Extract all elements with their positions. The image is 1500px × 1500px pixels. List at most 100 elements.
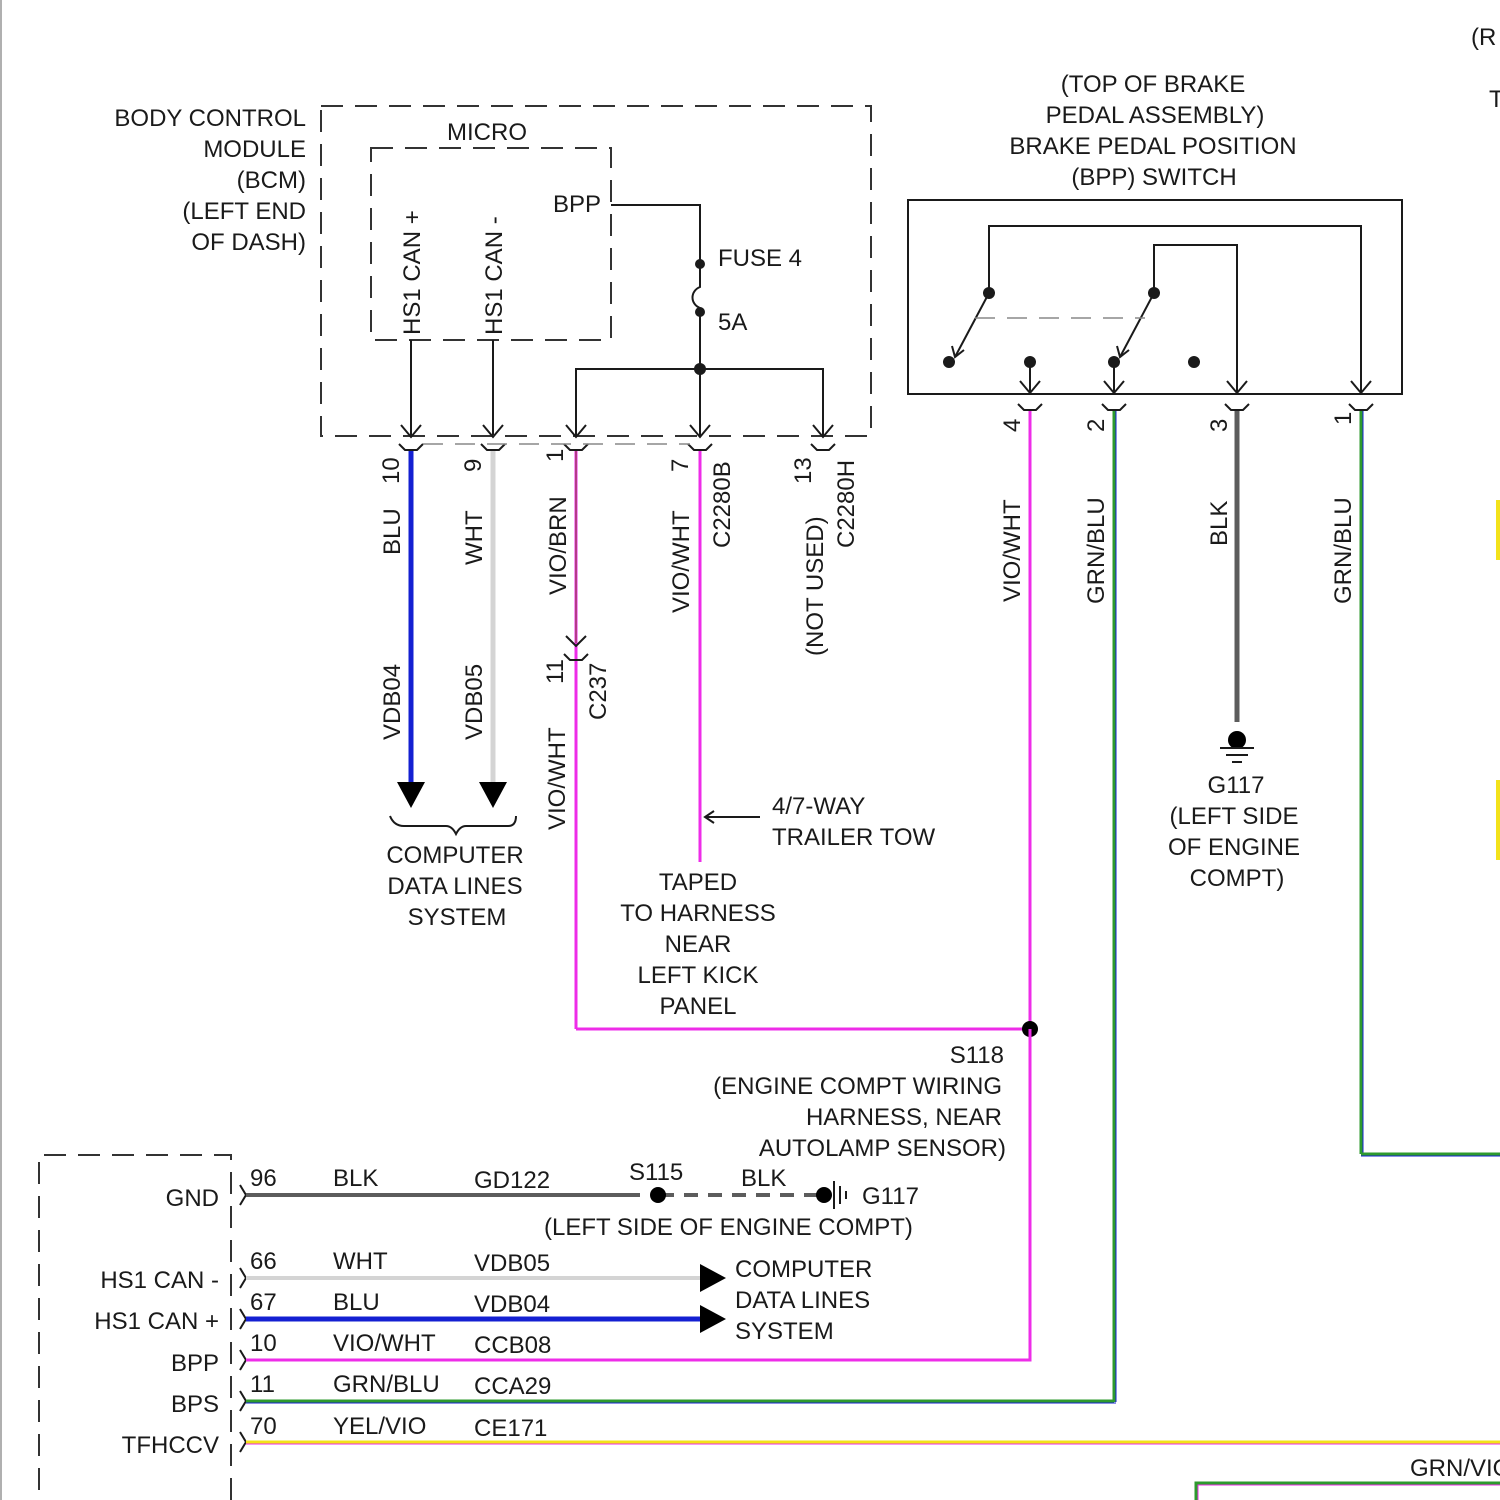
bpp-pin-number: 2 <box>1083 419 1110 432</box>
bpp-switch-wires: VIO/WHT GRN/BLU BLK GRN/BLU <box>999 411 1500 1402</box>
switch-line <box>1154 245 1237 392</box>
bcm-pin-number: 9 <box>460 459 487 472</box>
clipped-label: (R <box>1471 24 1496 51</box>
wire-color-label: BLK <box>1206 501 1233 546</box>
bcm-pin-number: 10 <box>378 457 405 484</box>
wire-color-label: WHT <box>333 1248 388 1275</box>
clipped-label: T <box>1489 86 1500 113</box>
wire-color-label: VIO/WHT <box>544 727 571 830</box>
circuit-label: CE171 <box>474 1415 547 1442</box>
c237-pin-number: 11 <box>542 659 569 684</box>
connector-c2280h-label: C2280H <box>833 460 860 548</box>
ground-icon <box>1228 731 1246 749</box>
ground-label-line: G117 <box>1208 772 1265 799</box>
arrow-right-icon <box>700 1264 726 1292</box>
pin-number: 10 <box>250 1330 277 1357</box>
note-line: TO HARNESS <box>620 900 776 927</box>
not-used-label: (NOT USED) <box>802 516 829 656</box>
bpp-switch-label-line: PEDAL ASSEMBLY) <box>1046 102 1265 129</box>
bcm-label-line: (BCM) <box>237 167 306 194</box>
bpp-label: BPP <box>553 191 601 218</box>
splice-label-line: S118 <box>950 1042 1004 1069</box>
brace-symbol <box>390 816 516 834</box>
fuse-terminal-dot <box>695 307 705 317</box>
module-pin-label: BPP <box>171 1350 219 1377</box>
pin-number: 96 <box>250 1165 277 1192</box>
switch-contact-dot <box>943 356 955 368</box>
module-pin-label: GND <box>166 1185 219 1212</box>
wire-color-label: BLK <box>741 1165 786 1192</box>
wire-color-label: GRN/BLU <box>1330 497 1357 604</box>
splice-label-line: (ENGINE COMPT WIRING <box>713 1073 1002 1100</box>
ground-location-label: (LEFT SIDE OF ENGINE COMPT) <box>544 1214 913 1241</box>
fuse-rating-label: 5A <box>718 309 747 336</box>
circuit-label: VDB04 <box>379 664 406 740</box>
switch-blade <box>955 293 989 357</box>
note-line: NEAR <box>665 931 732 958</box>
bpp-pin-number: 3 <box>1206 419 1233 432</box>
wire-color-label: BLU <box>333 1289 380 1316</box>
wire-grn-vio <box>1196 1483 1500 1500</box>
wire-color-label: GRN/BLU <box>1083 497 1110 604</box>
connector-pin-symbol <box>240 1185 246 1452</box>
fuse-terminal-dot <box>695 259 705 269</box>
ground-g117-top: G117 (LEFT SIDE OF ENGINE COMPT) <box>1168 731 1300 892</box>
fuse-4-symbol <box>693 264 701 436</box>
circuit-label: GD122 <box>474 1167 550 1194</box>
ground-label-line: COMPT) <box>1190 865 1285 892</box>
module-pin-label: HS1 CAN + <box>94 1308 219 1335</box>
ground-label-line: OF ENGINE <box>1168 834 1300 861</box>
circuit-label: VDB04 <box>474 1291 550 1318</box>
note-line: DATA LINES <box>735 1287 870 1314</box>
circuit-label: VDB05 <box>474 1250 550 1277</box>
note-line: DATA LINES <box>387 873 522 900</box>
wire-color-label: VIO/WHT <box>999 499 1026 602</box>
module-pin-label: HS1 CAN - <box>100 1267 219 1294</box>
bpp-switch-label-line: (BPP) SWITCH <box>1071 164 1236 191</box>
splice-label-line: HARNESS, NEAR <box>806 1104 1002 1131</box>
pin-number: 67 <box>250 1289 277 1316</box>
bcm-label-line: OF DASH) <box>191 229 306 256</box>
wire-grn-vio-tracer <box>1198 1485 1500 1500</box>
ground-icon <box>816 1187 832 1203</box>
wire-color-label: VIO/WHT <box>333 1330 436 1357</box>
bcm-pin-number: 1 <box>542 449 569 462</box>
bpp-pin-number: 4 <box>999 419 1026 432</box>
note-line: TAPED <box>659 869 737 896</box>
c237-connector-label: C237 <box>585 663 612 720</box>
wire-color-label: GRN/VIO <box>1410 1455 1500 1482</box>
switch-line <box>989 226 1361 392</box>
bcm-pin-number: 13 <box>790 457 817 484</box>
circuit-label: CCA29 <box>474 1373 551 1400</box>
ground-label: G117 <box>862 1183 919 1210</box>
note-line: LEFT KICK <box>638 962 759 989</box>
pin-number: 66 <box>250 1248 277 1275</box>
bcm-label-line: (LEFT END <box>182 198 306 225</box>
arrow-down-icon <box>479 782 507 808</box>
circuit-label: VDB05 <box>461 664 488 740</box>
arrow-down-icon <box>397 782 425 808</box>
wire-color-label: YEL/VIO <box>333 1413 426 1440</box>
clipped-wire-fragment <box>1496 500 1500 560</box>
wire-color-label: VIO/WHT <box>668 510 695 613</box>
trailer-tow-note: 4/7-WAY TRAILER TOW <box>705 793 935 851</box>
wire-color-label: BLU <box>379 508 406 555</box>
note-line: COMPUTER <box>735 1256 872 1283</box>
pin-number: 11 <box>250 1371 275 1398</box>
splice-s115-dot <box>650 1187 666 1203</box>
note-line: TRAILER TOW <box>772 824 935 851</box>
circuit-label: CCB08 <box>474 1332 551 1359</box>
splice-s115-label: S115 <box>629 1159 683 1186</box>
bpp-switch: (TOP OF BRAKE PEDAL ASSEMBLY) BRAKE PEDA… <box>908 71 1402 432</box>
bpp-switch-label-line: BRAKE PEDAL POSITION <box>1009 133 1296 160</box>
bpp-switch-label-line: (TOP OF BRAKE <box>1061 71 1246 98</box>
taped-note: TAPED TO HARNESS NEAR LEFT KICK PANEL <box>620 869 776 1020</box>
ground-label-line: (LEFT SIDE <box>1170 803 1299 830</box>
switch-contact-dot <box>983 287 995 299</box>
switch-contact-dot <box>1148 287 1160 299</box>
module-pin-label: TFHCCV <box>122 1432 219 1459</box>
wire-color-label: GRN/BLU <box>333 1371 440 1398</box>
bcm-pin-number: 7 <box>667 459 694 472</box>
arrow-right-icon <box>700 1305 726 1333</box>
